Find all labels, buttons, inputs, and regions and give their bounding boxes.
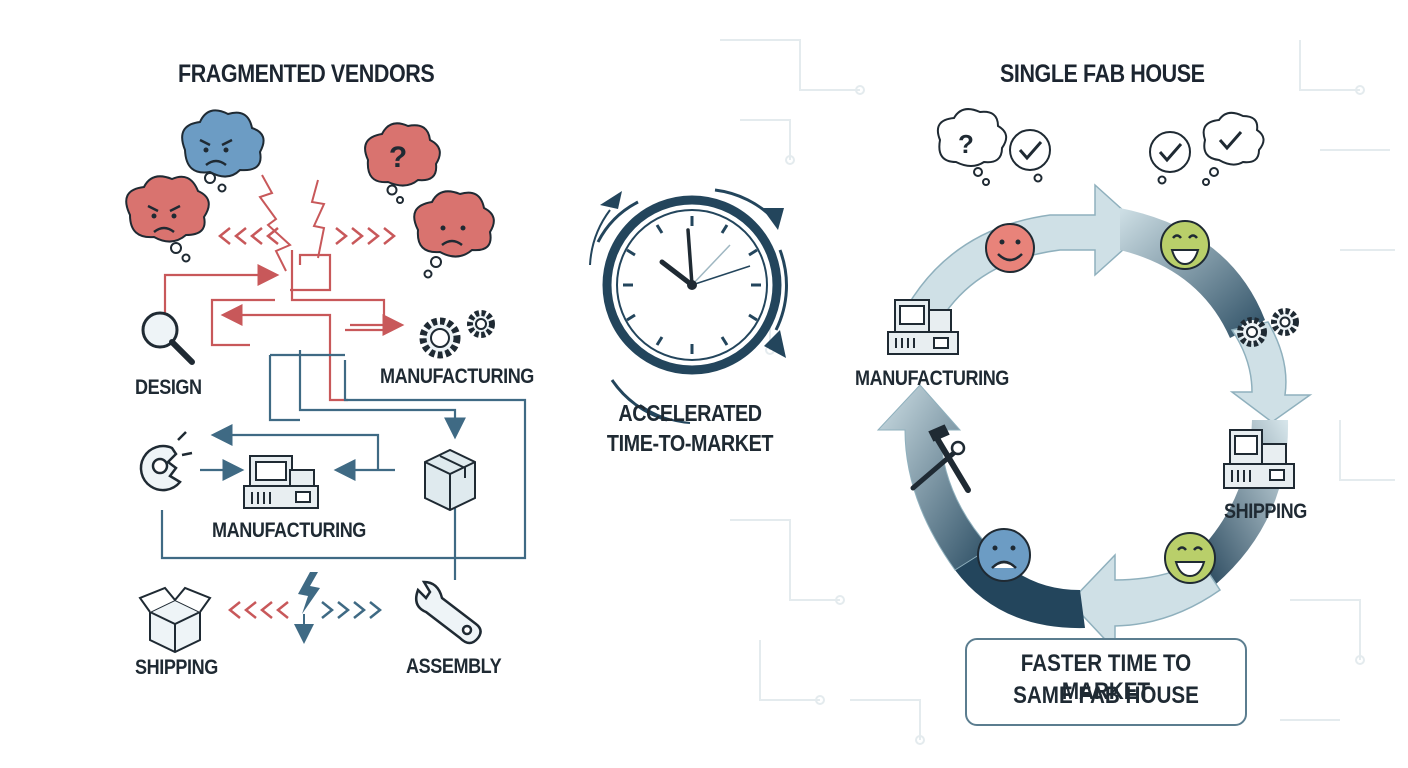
angry-cloud-icon bbox=[125, 175, 210, 263]
shipping-label: SHIPPING bbox=[135, 656, 218, 679]
check-cloud-icon bbox=[1202, 111, 1265, 186]
magnifier-icon bbox=[141, 311, 195, 365]
question-mark: ? bbox=[958, 129, 974, 159]
sad-face-icon bbox=[977, 528, 1031, 582]
gears-icon bbox=[419, 310, 495, 359]
assembly-label: ASSEMBLY bbox=[406, 655, 502, 678]
design-label: DESIGN bbox=[135, 376, 202, 399]
question-cloud-icon: ? bbox=[364, 122, 441, 204]
cycle-ring bbox=[876, 183, 1313, 652]
tangled-red-paths bbox=[163, 250, 405, 402]
check-cloud-icon bbox=[1149, 131, 1191, 185]
left-chevrons-red-bottom bbox=[227, 601, 289, 619]
time-to-market-label: TIME-TO-MARKET bbox=[606, 430, 774, 456]
broken-gear-icon bbox=[139, 431, 193, 492]
sad-cloud-icon bbox=[413, 190, 495, 279]
single-fab-house-title: SINGLE FAB HOUSE bbox=[1000, 60, 1205, 88]
right-shipping-label: SHIPPING bbox=[1224, 500, 1307, 523]
accelerated-label: ACCELERATED bbox=[618, 400, 762, 426]
check-cloud-icon bbox=[1009, 129, 1051, 183]
manufacturing-mid-label: MANUFACTURING bbox=[212, 519, 366, 542]
happy-face-icon bbox=[1164, 532, 1216, 584]
smiley-face-icon bbox=[985, 223, 1035, 273]
tangled-blue-paths bbox=[160, 350, 527, 580]
summary-box: FASTER TIME TO MARKET SAME FAB HOUSE bbox=[965, 638, 1247, 726]
lightning-crack-icon bbox=[258, 174, 326, 272]
clock-icon bbox=[589, 188, 788, 424]
machine-icon bbox=[887, 299, 959, 355]
machine-icon bbox=[243, 455, 319, 509]
manufacturing-top-label: MANUFACTURING bbox=[380, 365, 534, 388]
summary-line-2: SAME FAB HOUSE bbox=[1013, 682, 1199, 709]
right-chevrons-blue-bottom bbox=[321, 601, 383, 619]
open-box-icon bbox=[138, 586, 212, 654]
left-chevrons-red bbox=[217, 227, 279, 245]
tools-icon bbox=[910, 424, 971, 493]
happy-face-icon bbox=[1160, 220, 1210, 270]
box-icon bbox=[424, 448, 476, 512]
question-mark: ? bbox=[389, 141, 407, 174]
fragmented-vendors-title: FRAGMENTED VENDORS bbox=[178, 60, 435, 88]
question-cloud-icon: ? bbox=[936, 108, 1008, 186]
wrench-icon bbox=[415, 580, 482, 645]
machine-icon bbox=[1223, 429, 1295, 489]
gears-icon bbox=[1237, 308, 1299, 347]
right-manufacturing-label: MANUFACTURING bbox=[855, 367, 1009, 390]
summary-line-1: FASTER TIME TO MARKET bbox=[1020, 650, 1192, 705]
right-chevrons-red bbox=[335, 227, 397, 245]
lightning-bolt-icon bbox=[294, 572, 320, 644]
angry-cloud-icon bbox=[181, 109, 265, 193]
